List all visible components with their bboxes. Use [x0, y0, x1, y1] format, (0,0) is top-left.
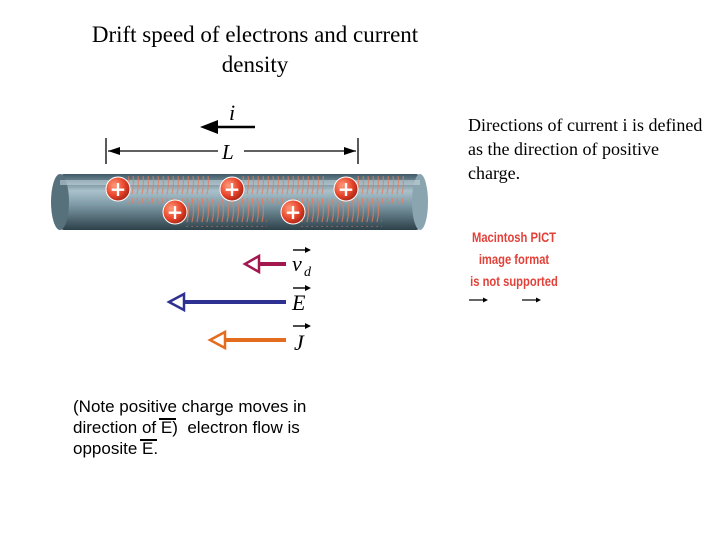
current-arrow	[200, 120, 255, 134]
length-label: L	[221, 140, 234, 164]
title-line-1: Drift speed of electrons and current	[91, 22, 419, 47]
positive-charge: +	[280, 199, 306, 225]
positive-charge: +	[333, 176, 359, 202]
field-vector-symbol: E	[139, 439, 158, 458]
footnote-part-1: (Note positive charge moves in	[73, 397, 307, 416]
footnote-part-4: opposite	[73, 439, 142, 458]
svg-text:v: v	[292, 251, 302, 276]
svg-text:+: +	[224, 177, 241, 201]
svg-text:E: E	[291, 290, 306, 315]
positive-charge: +	[219, 176, 245, 202]
unsupported-image-placeholder: Macintosh PICT image format is not suppo…	[466, 226, 562, 292]
footnote: (Note positive charge moves in direction…	[73, 396, 373, 459]
svg-text:+: +	[285, 200, 302, 224]
field-vector-symbol: E	[158, 418, 177, 437]
footnote-part-5: .	[153, 439, 159, 458]
pict-line-3: is not supported	[470, 273, 558, 289]
title-line-2: density	[221, 52, 289, 77]
svg-text:J: J	[294, 330, 305, 355]
footnote-part-2: direction of	[73, 418, 161, 437]
svg-text:+: +	[110, 177, 127, 201]
svg-text:+: +	[167, 200, 184, 224]
current-density-vector	[207, 329, 286, 351]
drift-velocity-vector	[242, 253, 286, 275]
slide-title: Drift speed of electrons and current den…	[70, 20, 440, 80]
length-dimension	[105, 138, 359, 164]
pict-small-arrows	[469, 297, 541, 303]
positive-charge: +	[162, 199, 188, 225]
pict-line-1: Macintosh PICT	[471, 229, 556, 245]
positive-charge: +	[105, 176, 131, 202]
drift-trails	[128, 176, 406, 227]
electric-field-label: E	[291, 285, 311, 315]
current-density-label: J	[293, 323, 311, 355]
svg-text:d: d	[304, 265, 312, 280]
current-label: i	[229, 100, 235, 125]
pict-line-2: image format	[478, 251, 550, 267]
electric-field-vector	[166, 291, 286, 313]
drift-velocity-label: v d	[292, 247, 312, 280]
svg-text:+: +	[338, 177, 355, 201]
current-direction-note: Directions of current i is defined as th…	[468, 115, 703, 183]
footnote-part-3: ) electron flow is	[172, 418, 300, 437]
